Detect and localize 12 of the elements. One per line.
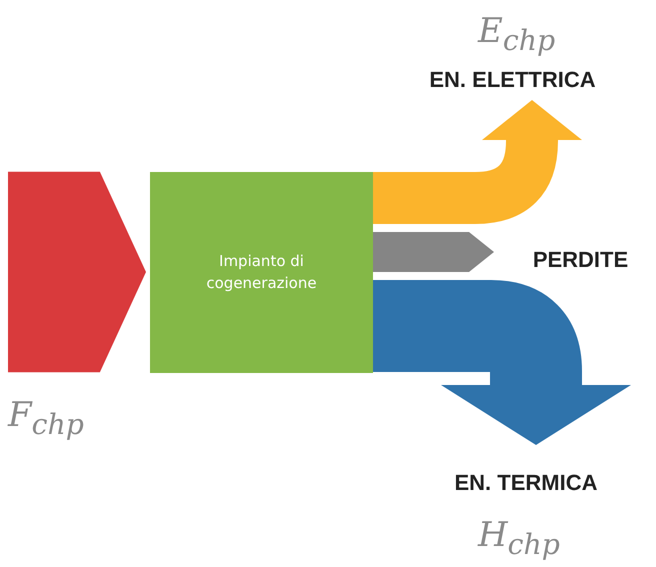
output-label: EN. TERMICA <box>454 469 598 498</box>
symbol-label: E$_{chp}$ <box>478 14 556 56</box>
flow-arrow <box>373 280 631 445</box>
symbol-label: H$_{chp}$ <box>478 518 560 560</box>
box-label: Impianto di cogenerazione <box>205 250 318 294</box>
flow-arrow <box>373 100 582 224</box>
edge-label: F$_{chp}$ <box>8 398 84 440</box>
output-label: EN. ELETTRICA <box>429 66 596 94</box>
output-label: PERDITE <box>532 246 628 274</box>
process-box <box>150 172 373 373</box>
flow-arrow <box>373 232 494 272</box>
flow-arrow <box>8 172 146 372</box>
